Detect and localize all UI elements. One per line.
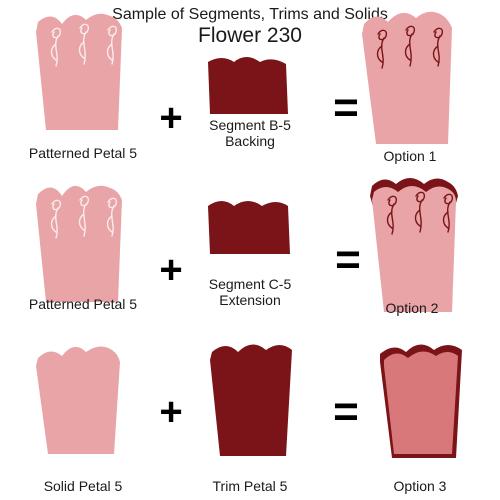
trim-petal-5-label: Trim Petal 5 <box>212 478 288 494</box>
solid-petal-5-label: Solid Petal 5 <box>43 478 123 494</box>
plus-sign-row-3: + <box>159 390 183 434</box>
equals-sign-row-2: = <box>335 235 361 284</box>
segment-c5-label: Segment C-5 <box>208 276 292 292</box>
patterned-petal-1-label: Patterned Petal 5 <box>28 145 138 161</box>
segment-b5-label: Segment B-5 <box>209 117 291 133</box>
segment-b5-sublabel: Backing <box>225 133 275 149</box>
solid-petal-5 <box>36 346 120 454</box>
trim-petal-5-shape <box>210 344 292 456</box>
option-3-petal <box>380 344 462 458</box>
plus-sign-row-2: + <box>159 248 183 292</box>
option-3-label: Option 3 <box>393 478 447 494</box>
segment-b5-shape <box>208 57 288 114</box>
segment-c5-shape <box>208 201 290 254</box>
page-subtitle: Flower 230 <box>198 24 302 47</box>
option-2-label: Option 2 <box>385 300 439 316</box>
plus-sign-row-1: + <box>159 96 183 140</box>
option-1-petal <box>362 11 452 144</box>
segment-c5-sublabel: Extension <box>219 292 281 308</box>
patterned-petal-2 <box>36 185 122 302</box>
option-2-petal <box>370 178 458 312</box>
equals-sign-row-3: = <box>333 387 359 436</box>
page-title: Sample of Segments, Trims and Solids <box>112 6 388 23</box>
equals-sign-row-1: = <box>333 83 359 132</box>
patterned-petal-2-label: Patterned Petal 5 <box>28 296 138 312</box>
option-1-label: Option 1 <box>383 148 437 164</box>
patterned-petal-1 <box>36 13 122 130</box>
